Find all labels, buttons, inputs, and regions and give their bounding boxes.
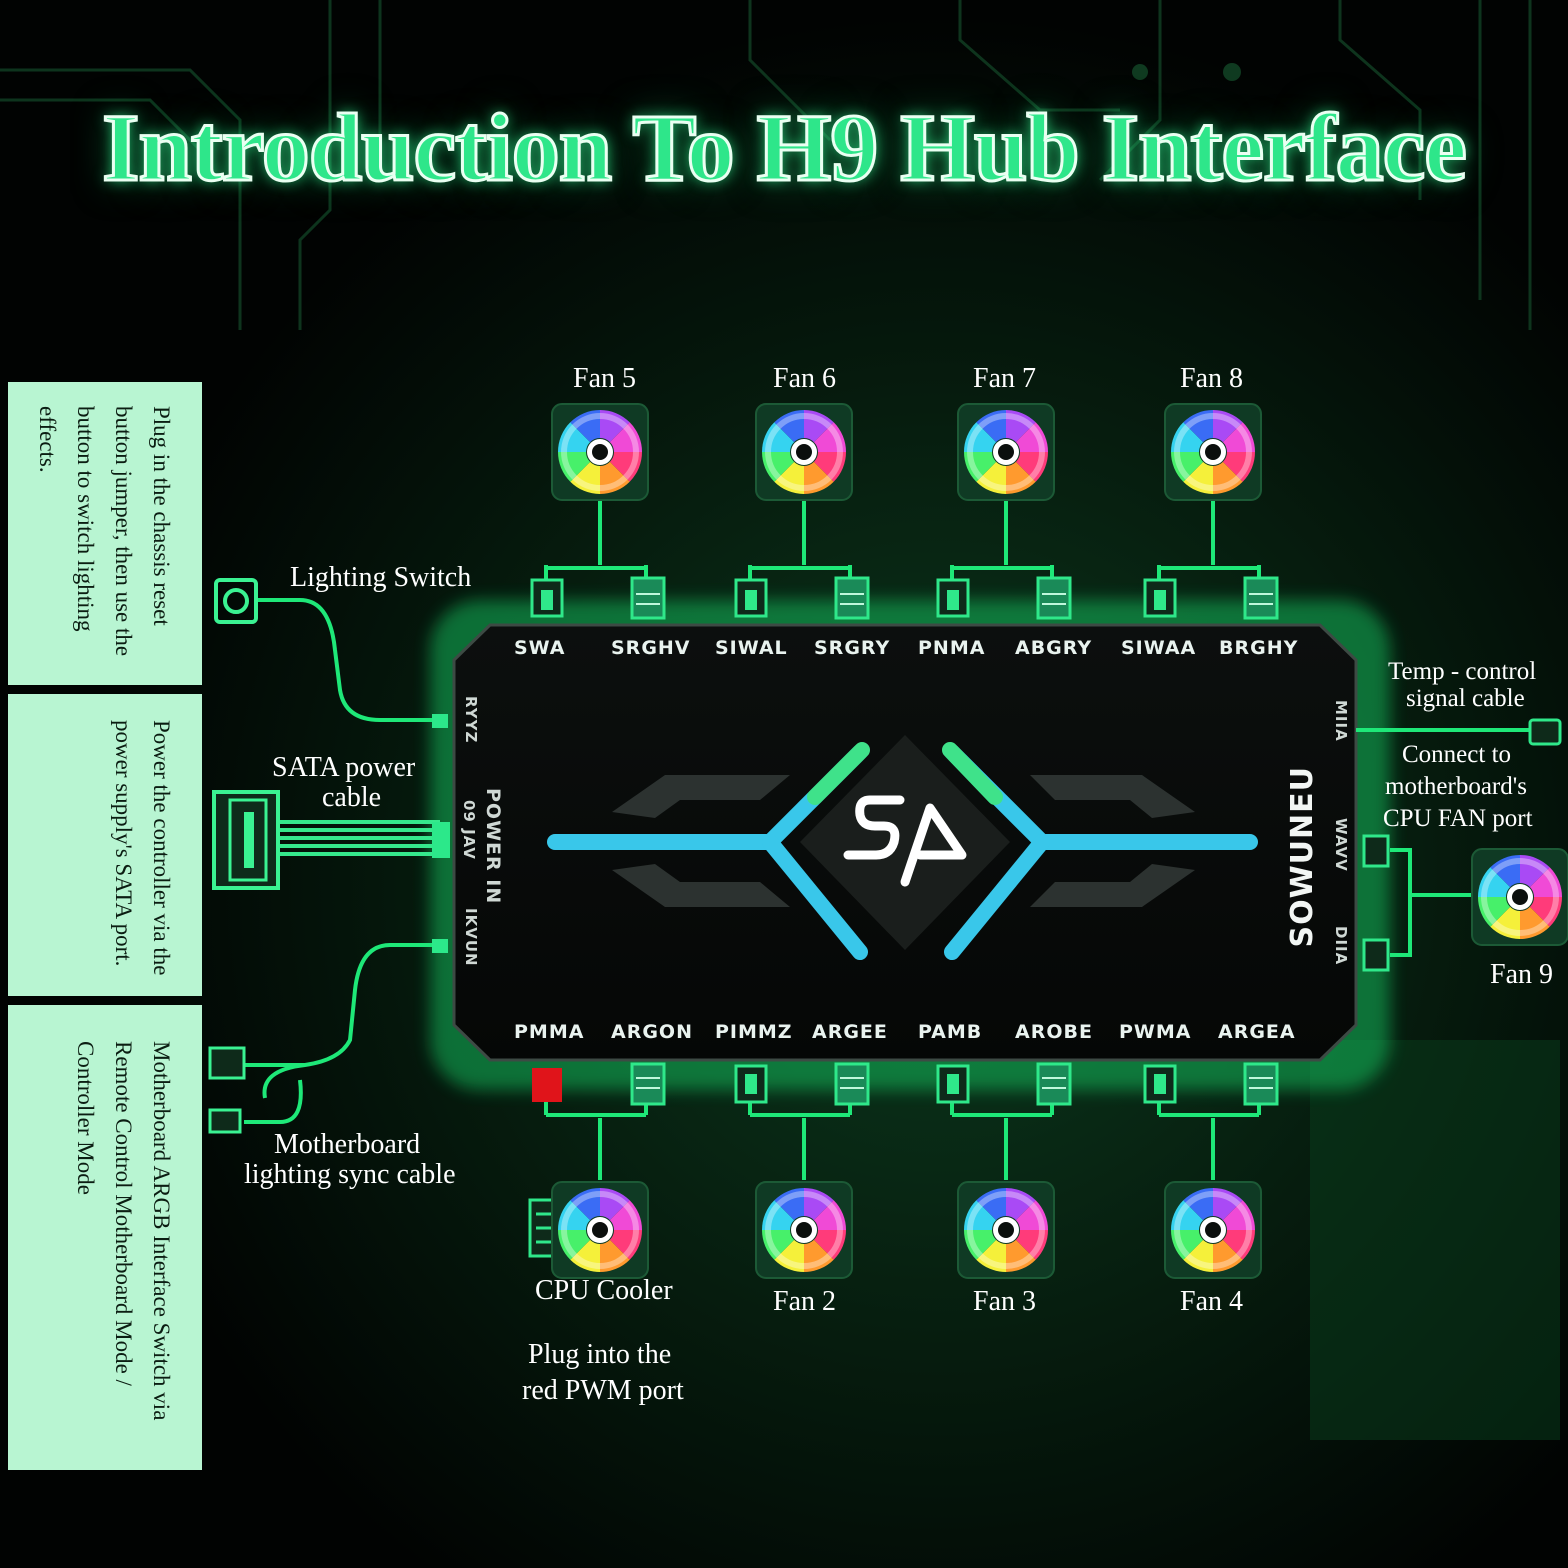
port-label-right-1: MIIA [1332,700,1350,742]
port-label-top-2: SRGHV [611,637,691,659]
fan-4-icon [1164,1181,1262,1279]
info-panel-argb: Motherboard ARGB Interface Switch via Re… [8,1005,202,1470]
page-title: Introduction To H9 Hub Interface [101,93,1469,203]
port-label-bottom-5: PAMB [918,1021,983,1043]
bottom-fan-cable-2 [734,1062,870,1180]
red-pwm-port [532,1068,562,1102]
port-label-bottom-3: PIMMZ [715,1021,793,1043]
port-label-bottom-1: PMMA [514,1021,585,1043]
port-label-bottom-8: ARGEA [1218,1021,1296,1043]
label-red-line1: Plug into the [528,1339,672,1370]
port-label-left-3: 09 JAV [460,800,478,860]
fan-7-icon [957,403,1055,501]
fan-3-icon [957,1181,1055,1279]
info-panel-lighting: Plug in the chassis reset button jumper,… [8,382,202,685]
port-label-left-1: RYYZ [462,696,480,744]
label-temp-line2: signal cable [1406,685,1525,712]
label-temp-line1: Temp - control [1388,658,1537,685]
top-fan-connectors [530,500,1279,620]
label-red-line2: red PWM port [522,1375,684,1406]
port-label-top-1: SWA [514,637,566,659]
label-connect-line3: CPU FAN port [1383,805,1533,832]
label-fan-8: Fan 8 [1180,363,1243,394]
label-sata-line1: SATA power [272,752,416,783]
label-connect-line1: Connect to [1402,741,1512,768]
top-fan-cable-5 [530,500,666,620]
fan-2-icon [755,1181,853,1279]
fan-5-icon [551,403,649,501]
label-connect-line2: motherboard's [1385,773,1527,800]
fan-8-icon [1164,403,1262,501]
hub-brand-text: SOWUNEU [1285,766,1320,948]
port-label-right-2: WAVV [1332,818,1350,872]
label-fan-7: Fan 7 [973,363,1036,394]
bottom-fan-cable-4 [1143,1062,1279,1180]
info-panel-sata: Power the controller via the power suppl… [8,694,202,996]
label-fan-6: Fan 6 [773,363,836,394]
port-label-top-8: BRGHY [1219,637,1299,659]
panel-text-lighting: Plug in the chassis reset button jumper,… [35,406,174,657]
port-label-bottom-4: ARGEE [812,1021,888,1043]
bottom-fan-cable-3 [936,1062,1072,1180]
port-label-bottom-6: AROBE [1015,1021,1093,1043]
port-label-top-3: SIWAL [715,637,788,659]
label-cpu-cooler: CPU Cooler [535,1275,673,1306]
label-fan-4: Fan 4 [1180,1286,1243,1317]
port-label-top-4: SRGRY [814,637,891,659]
top-fan-cable-6 [734,500,870,620]
port-label-left-2: POWER IN [482,788,504,905]
port-label-top-7: SIWAA [1121,637,1197,659]
port-label-top-5: PNMA [918,637,986,659]
port-label-bottom-2: ARGON [611,1021,693,1043]
label-fan-9: Fan 9 [1490,959,1553,990]
label-sata-line2: cable [322,782,382,813]
cpu-cooler-icon [551,1181,649,1279]
port-label-right-3: DIIA [1332,926,1350,966]
label-lighting-switch: Lighting Switch [290,562,472,593]
fan9-cables [1356,728,1535,957]
label-sync-line2: lighting sync cable [244,1159,456,1190]
panel-text-sata: Power the controller via the power suppl… [111,720,174,976]
panel-text-argb: Motherboard ARGB Interface Switch via Re… [73,1041,174,1421]
port-label-left-4: IKVUN [462,908,480,967]
top-fan-cable-8 [1143,500,1279,620]
port-label-bottom-7: PWMA [1119,1021,1192,1043]
label-sync-line1: Motherboard [274,1129,421,1160]
label-fan-3: Fan 3 [973,1286,1036,1317]
label-fan-2: Fan 2 [773,1286,836,1317]
fan-6-icon [755,403,853,501]
port-label-top-6: ABGRY [1015,637,1093,659]
bottom-fan-cable-1 [532,1062,666,1180]
label-fan-5: Fan 5 [573,363,636,394]
fan-9-icon [1471,848,1568,946]
top-fan-cable-7 [936,500,1072,620]
